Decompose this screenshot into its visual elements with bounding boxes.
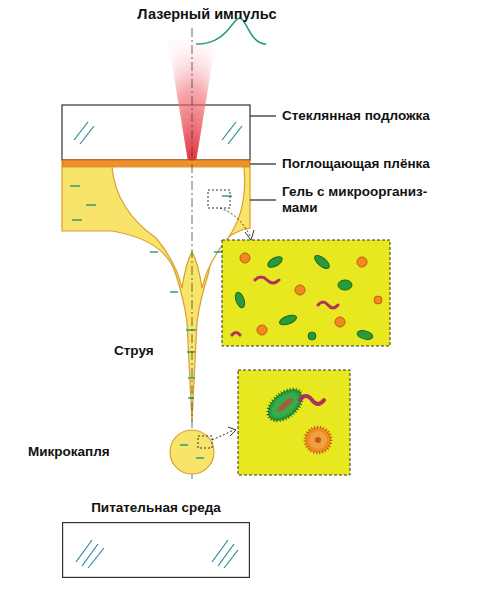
- dish-outline: [62, 522, 250, 578]
- part-label: Гель с микроорганиз- мами: [282, 184, 457, 216]
- part-label: Струя: [114, 343, 184, 359]
- part-label: Поглощающая плёнка: [282, 156, 492, 172]
- part-label: Микрокапля: [28, 444, 148, 460]
- medium-dish: Питательная среда: [62, 500, 250, 578]
- dish-label: Питательная среда: [62, 500, 250, 516]
- title-label: Лазерный импульс: [122, 6, 292, 22]
- part-label: Стеклянная подложка: [282, 108, 492, 124]
